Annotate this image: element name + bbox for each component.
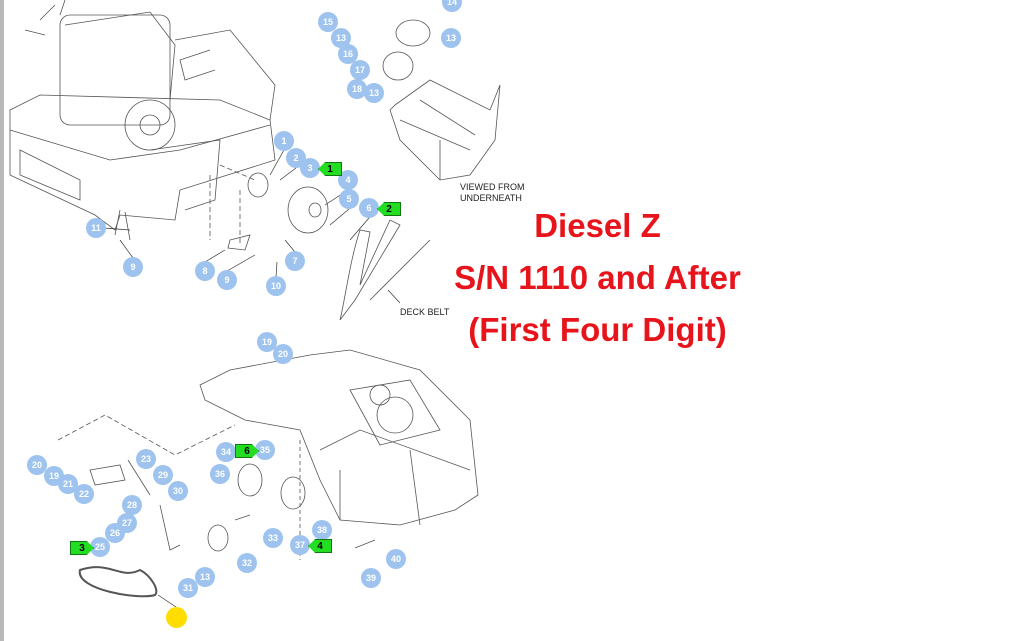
- step-tag: 2: [377, 202, 401, 216]
- part-callout: 39: [361, 568, 381, 588]
- part-callout: 19: [257, 332, 277, 352]
- part-callout: 34: [216, 442, 236, 462]
- part-callout: 25: [90, 537, 110, 557]
- frame-lower: [57, 349, 479, 598]
- leader-lines: [103, 149, 401, 608]
- part-callout: 5: [339, 189, 359, 209]
- part-callout: 13: [364, 83, 384, 103]
- part-callout: 20: [273, 344, 293, 364]
- part-callout: 37: [290, 535, 310, 555]
- step-tag: 4: [308, 539, 332, 553]
- title-line-3: (First Four Digit): [468, 311, 727, 348]
- part-callout: 14: [442, 0, 462, 12]
- part-callout: 20: [27, 455, 47, 475]
- part-callout: 22: [74, 484, 94, 504]
- step-tag: 3: [70, 541, 94, 555]
- part-callout: 28: [122, 495, 142, 515]
- step-tag: 6: [235, 444, 259, 458]
- part-callout: 35: [255, 440, 275, 460]
- viewed-from-label: VIEWED FROM UNDERNEATH: [460, 182, 525, 204]
- part-callout: 13: [195, 567, 215, 587]
- part-callout: 18: [347, 79, 367, 99]
- underneath-view: [382, 19, 501, 181]
- part-callout: 16: [338, 44, 358, 64]
- part-callout: 21: [58, 474, 78, 494]
- part-callout: 3: [300, 158, 320, 178]
- window-left-border: [0, 0, 4, 641]
- engine-frame-upper: [9, 0, 276, 241]
- clutch-parts: [209, 164, 431, 321]
- part-callout: 10: [266, 276, 286, 296]
- part-callout: 23: [136, 449, 156, 469]
- part-callout: 32: [237, 553, 257, 573]
- part-callout: 7: [285, 251, 305, 271]
- part-callout: 15: [318, 12, 338, 32]
- underneath-text: UNDERNEATH: [460, 193, 522, 203]
- part-callout: 6: [359, 198, 379, 218]
- viewed-from-text: VIEWED FROM: [460, 182, 525, 192]
- highlight-marker: [166, 607, 187, 628]
- part-callout: 17: [350, 60, 370, 80]
- deck-belt-label: DECK BELT: [400, 307, 450, 317]
- part-callout: 38: [312, 520, 332, 540]
- part-callout: 9: [123, 257, 143, 277]
- part-callout: 31: [178, 578, 198, 598]
- model-title: Diesel Z S/N 1110 and After (First Four …: [410, 200, 785, 356]
- part-callout: 30: [168, 481, 188, 501]
- part-callout: 13: [331, 28, 351, 48]
- title-line-1: Diesel Z: [534, 207, 661, 244]
- part-callout: 9: [217, 270, 237, 290]
- part-callout: 40: [386, 549, 406, 569]
- part-callout: 36: [210, 464, 230, 484]
- part-callout: 8: [195, 261, 215, 281]
- part-callout: 26: [105, 523, 125, 543]
- part-callout: 13: [441, 28, 461, 48]
- title-line-2: S/N 1110 and After: [454, 259, 741, 296]
- step-tag: 1: [318, 162, 342, 176]
- part-callout: 11: [86, 218, 106, 238]
- part-callout: 1: [274, 131, 294, 151]
- part-callout: 4: [338, 170, 358, 190]
- part-callout: 29: [153, 465, 173, 485]
- part-callout: 33: [263, 528, 283, 548]
